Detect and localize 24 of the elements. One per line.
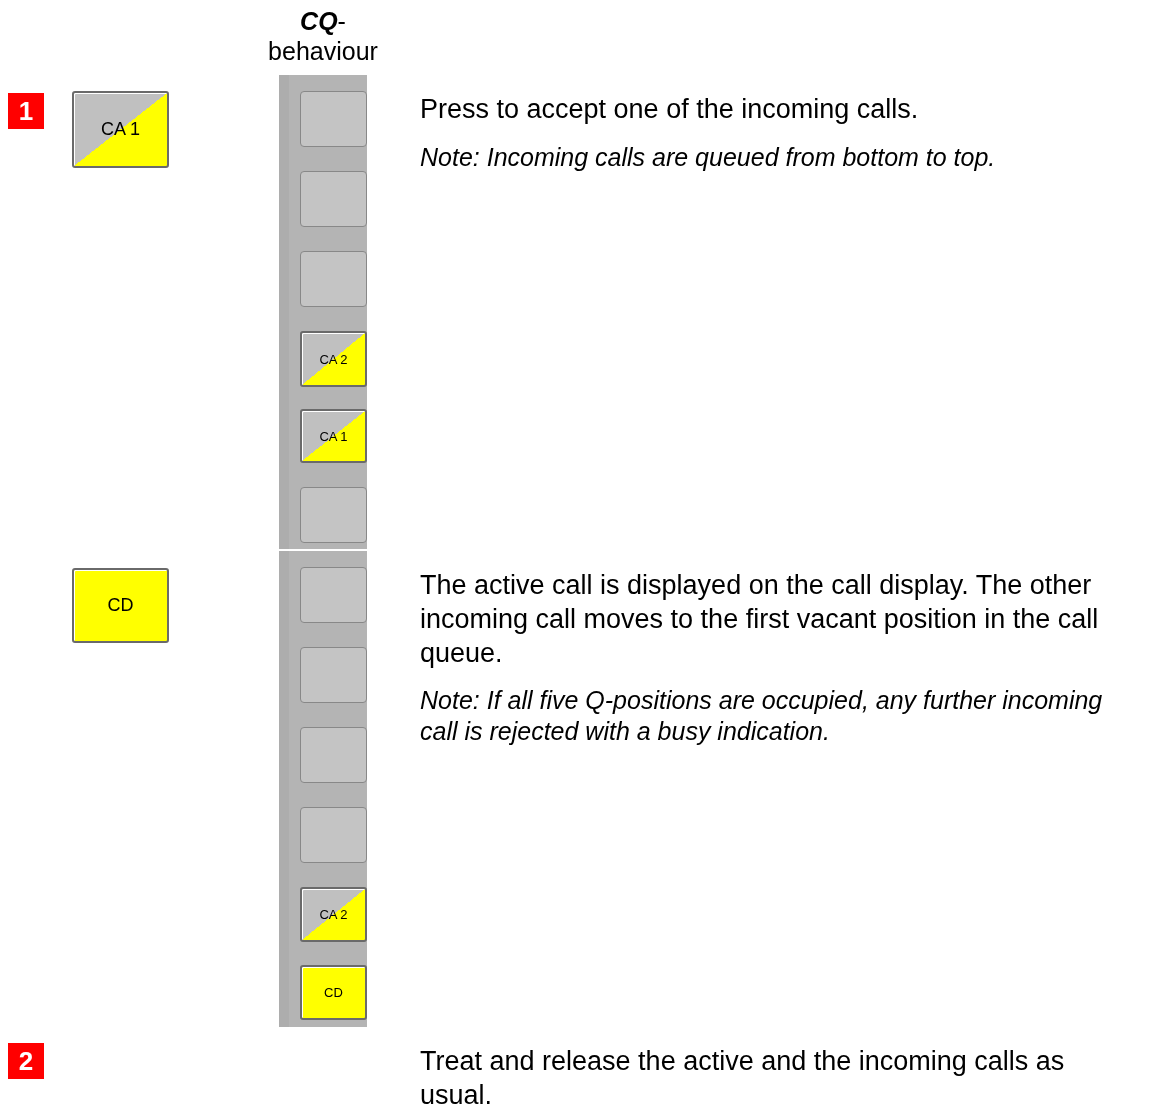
empty-queue-button <box>300 171 367 227</box>
call-display-button: CD <box>300 965 367 1020</box>
step-number-badge: 1 <box>8 93 44 129</box>
incoming-call-button: CA 1 <box>72 91 169 168</box>
description-text: Press to accept one of the incoming calls. <box>420 93 920 126</box>
empty-queue-button <box>300 91 367 147</box>
note-text: Note: Incoming calls are queued from bottom to top. <box>420 142 997 173</box>
note-text: Note: If all five Q-positions are occupied, any further incoming call is rejected with a busy indication. <box>420 685 1104 747</box>
incoming-call-button: CA 1 <box>300 409 367 463</box>
incoming-call-button: CA 2 <box>300 331 367 387</box>
incoming-call-button: CA 2 <box>300 887 367 942</box>
empty-queue-button <box>300 727 367 783</box>
empty-queue-button <box>300 567 367 623</box>
call-queue-panel <box>279 75 367 549</box>
empty-queue-button <box>300 251 367 307</box>
step-number-badge: 2 <box>8 1043 44 1079</box>
empty-queue-button <box>300 647 367 703</box>
column-heading: CQ-behaviour <box>267 6 379 66</box>
empty-queue-button <box>300 487 367 543</box>
description-text: Treat and release the active and the incoming calls as usual. <box>420 1045 1066 1106</box>
empty-queue-button <box>300 807 367 863</box>
call-queue-panel <box>279 551 367 1027</box>
description-text: The active call is displayed on the call display. The other incoming call moves to the first vacant position in the call queue. <box>420 569 1100 670</box>
call-display-button: CD <box>72 568 169 643</box>
